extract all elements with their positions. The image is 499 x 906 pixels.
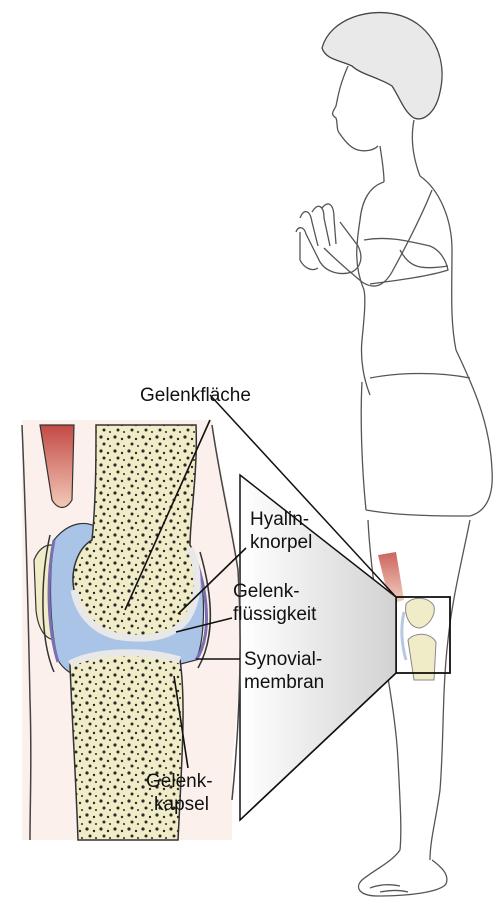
hair xyxy=(322,13,442,119)
label-synovial-fluid: Gelenk- flüssigkeit xyxy=(233,580,316,626)
label-synovial-membrane: Synovial- membran xyxy=(244,648,324,694)
label-joint-capsule: Gelenk- kapsel xyxy=(146,770,213,816)
torso xyxy=(357,182,384,395)
hands xyxy=(296,204,361,274)
face xyxy=(333,66,378,151)
feet xyxy=(359,850,447,896)
label-hyaline-cartilage: Hyalin- knorpel xyxy=(250,508,312,554)
label-articular-surface: Gelenkfläche xyxy=(140,384,251,407)
woman-figure xyxy=(296,13,492,896)
